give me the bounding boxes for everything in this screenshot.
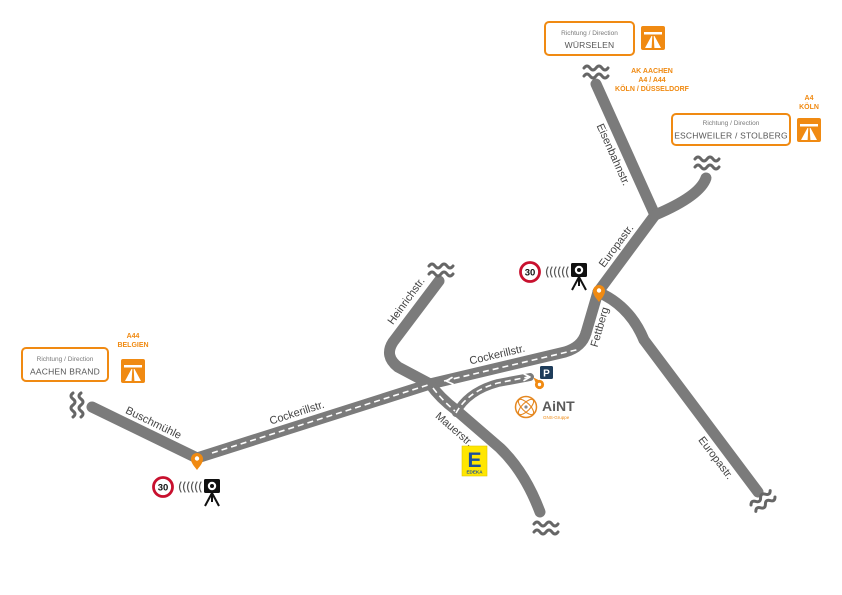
road-continues-icon (749, 489, 777, 513)
direction-sign-wuerselen: Richtung / Direction WÜRSELEN (544, 21, 635, 56)
location-pin-icon (191, 453, 203, 470)
sign-frame (671, 113, 791, 146)
route-info-aachen-brand: A44 BELGIEN (117, 333, 148, 349)
sign-destination: ESCHWEILER / STOLBERG (674, 131, 788, 141)
route-line: A4 / A44 (638, 77, 665, 84)
route-arrow-parking-icon (523, 373, 531, 382)
speed-camera-group-east: 30 (519, 261, 587, 291)
route-arrow-west-icon (445, 376, 454, 385)
road-europastr-north (592, 209, 661, 298)
road-mauerstr (424, 378, 546, 518)
route-line: A4 (805, 95, 814, 102)
edeka-logo-icon: E EDEKA (461, 445, 488, 477)
route-info-eschweiler: A4 KÖLN (799, 95, 819, 111)
direction-sign-aachen-brand: Richtung / Direction AACHEN BRAND (21, 347, 109, 382)
route-line: KÖLN (799, 102, 819, 111)
edeka-name: EDEKA (466, 470, 483, 475)
road-buschmuehle (86, 401, 203, 464)
route-dash-cockerillstr-east (443, 348, 581, 382)
speed-limit-value: 30 (158, 483, 169, 494)
aint-subtitle: GNS-Gruppe (543, 415, 570, 420)
road-eisenbahnstr (590, 78, 661, 221)
speed-limit-value: 30 (525, 268, 536, 279)
location-pin-icon (533, 377, 545, 390)
sign-direction-caption: Richtung / Direction (703, 120, 760, 127)
parking-icon: P (540, 366, 553, 380)
sign-direction-caption: Richtung / Direction (37, 356, 94, 363)
route-markings (211, 348, 581, 454)
speed-camera-group-west: 30 (152, 476, 220, 507)
aint-name: AiNT (542, 398, 575, 414)
sign-destination: WÜRSELEN (565, 40, 615, 50)
route-line: AK AACHEN (631, 68, 673, 75)
sign-destination: AACHEN BRAND (30, 367, 100, 377)
route-dash-mauerstr (432, 387, 456, 412)
sign-frame (21, 347, 109, 382)
route-line: KÖLN / DÜSSELDORF (615, 84, 690, 93)
route-line: BELGIEN (117, 342, 148, 349)
road-eschweiler-connector (649, 172, 712, 221)
motorway-icon (121, 359, 145, 383)
route-dash-cockerillstr-west (211, 384, 429, 454)
route-line: A44 (127, 333, 140, 340)
road-continues-icon (427, 262, 455, 278)
road-heinrichstr (384, 275, 445, 390)
aint-logo-icon (514, 395, 538, 419)
route-info-wuerselen: AK AACHEN A4 / A44 KÖLN / DÜSSELDORF (615, 68, 690, 93)
sign-frame (544, 21, 635, 56)
road-continues-icon (582, 64, 610, 80)
location-pin-icon (593, 285, 605, 302)
sign-direction-caption: Richtung / Direction (561, 30, 618, 37)
speed-limit-icon: 30 (152, 476, 174, 498)
parking-label: P (543, 369, 550, 380)
road-continues-icon (69, 391, 85, 419)
speed-camera-icon (204, 479, 220, 507)
road-europastr-south (592, 286, 764, 498)
route-dash-parking-access (455, 376, 529, 414)
speed-camera-icon (571, 263, 587, 291)
direction-sign-eschweiler: Richtung / Direction ESCHWEILER / STOLBE… (671, 113, 791, 146)
road-fettberg (580, 286, 604, 339)
motorway-icon (797, 118, 821, 142)
road-continues-icon (693, 155, 721, 171)
radar-waves-icon (178, 481, 202, 493)
speed-limit-icon: 30 (519, 261, 541, 283)
radar-waves-icon (545, 266, 569, 278)
edeka-letter: E (467, 449, 481, 472)
motorway-icon (641, 26, 665, 50)
road-continues-icon (532, 520, 560, 536)
